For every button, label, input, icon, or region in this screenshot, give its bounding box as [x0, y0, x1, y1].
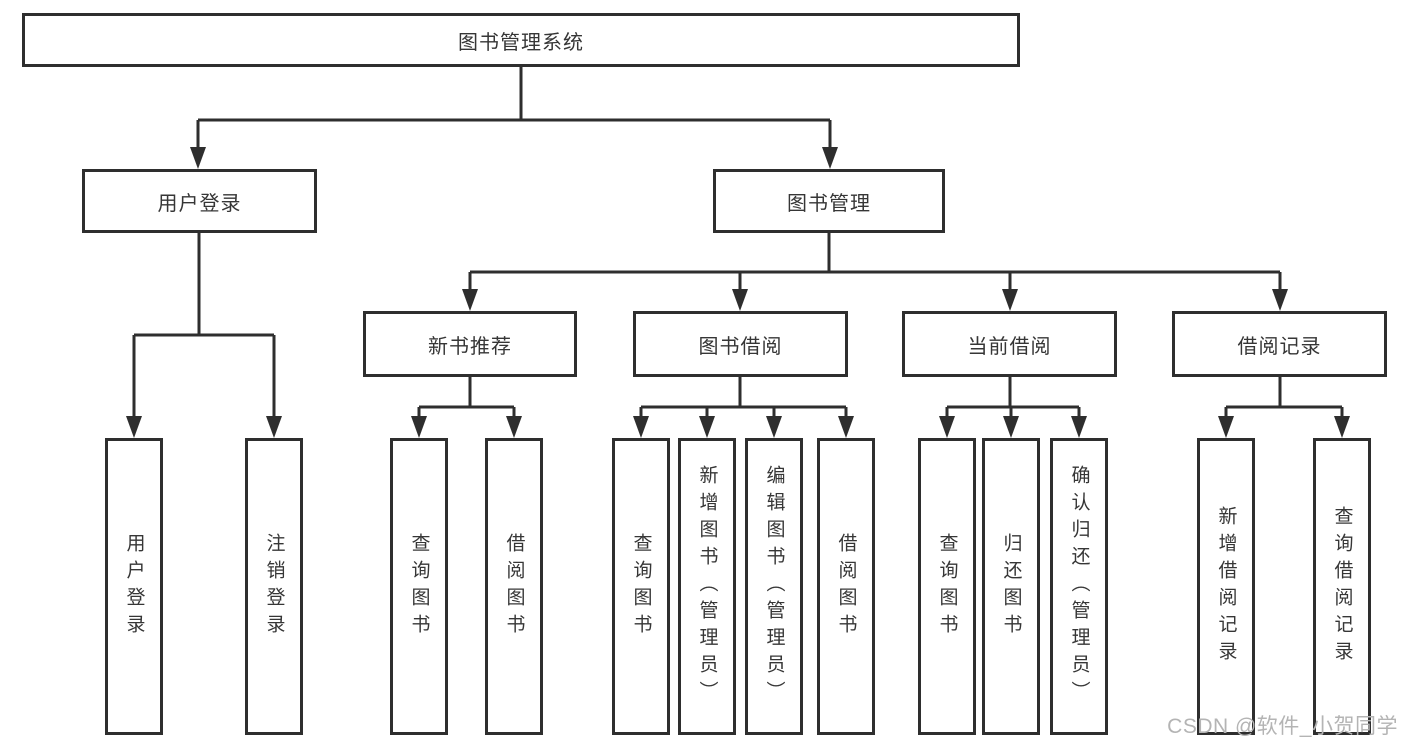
csdn-watermark: CSDN @软件_小贺同学	[1167, 715, 1398, 738]
arrow-down-icon	[766, 416, 782, 438]
arrow-down-icon	[838, 416, 854, 438]
arrow-down-icon	[126, 416, 142, 438]
leaf-add-books-admin: 新增图书（管理员）	[678, 438, 736, 735]
leaf-label: 借阅图书	[503, 532, 525, 641]
arrow-down-icon	[1272, 289, 1288, 311]
arrow-down-icon	[462, 289, 478, 311]
node-label: 图书管理系统	[458, 31, 584, 54]
leaf-query-books-borrowing: 查询图书	[612, 438, 670, 735]
arrow-down-icon	[699, 416, 715, 438]
node-book-management: 图书管理	[713, 169, 945, 233]
leaf-logout: 注销登录	[245, 438, 303, 735]
arrow-down-icon	[1002, 289, 1018, 311]
leaf-label: 新增图书（管理员）	[696, 465, 718, 708]
connector-borrow-records	[1218, 377, 1350, 438]
leaf-confirm-return-admin: 确认归还（管理员）	[1050, 438, 1108, 735]
arrow-down-icon	[633, 416, 649, 438]
arrow-down-icon	[1334, 416, 1350, 438]
leaf-user-login: 用户登录	[105, 438, 163, 735]
node-book-borrowing: 图书借阅	[633, 311, 848, 377]
node-label: 当前借阅	[967, 335, 1052, 358]
leaf-label: 新增借阅记录	[1215, 505, 1237, 668]
leaf-query-books-current: 查询图书	[918, 438, 976, 735]
leaf-label: 查询借阅记录	[1331, 505, 1353, 668]
leaf-label: 归还图书	[1000, 532, 1022, 641]
node-root-system: 图书管理系统	[22, 13, 1020, 67]
arrow-down-icon	[1218, 416, 1234, 438]
node-label: 借阅记录	[1237, 335, 1322, 358]
leaf-return-books: 归还图书	[982, 438, 1040, 735]
node-borrow-records: 借阅记录	[1172, 311, 1387, 377]
leaf-label: 编辑图书（管理员）	[763, 465, 785, 708]
arrow-down-icon	[822, 147, 838, 169]
node-label: 图书管理	[787, 192, 871, 215]
leaf-label: 查询图书	[936, 532, 958, 641]
arrow-down-icon	[266, 416, 282, 438]
node-label: 图书借阅	[698, 335, 783, 358]
arrow-down-icon	[939, 416, 955, 438]
connector-user-login	[126, 233, 282, 438]
leaf-add-borrow-record: 新增借阅记录	[1197, 438, 1255, 735]
leaf-label: 确认归还（管理员）	[1068, 465, 1090, 708]
leaf-borrow-books: 借阅图书	[817, 438, 875, 735]
connector-book-management	[462, 233, 1288, 311]
leaf-label: 借阅图书	[835, 532, 857, 641]
node-label: 用户登录	[157, 192, 242, 215]
leaf-label: 注销登录	[263, 532, 285, 641]
arrow-down-icon	[190, 147, 206, 169]
connector-new-book-recommend	[411, 377, 522, 438]
arrow-down-icon	[732, 289, 748, 311]
connector-current-borrowing	[939, 377, 1087, 438]
node-user-login: 用户登录	[82, 169, 317, 233]
leaf-borrow-books-recommend: 借阅图书	[485, 438, 543, 735]
arrow-down-icon	[506, 416, 522, 438]
leaf-label: 查询图书	[630, 532, 652, 641]
node-new-book-recommend: 新书推荐	[363, 311, 577, 377]
leaf-query-books-recommend: 查询图书	[390, 438, 448, 735]
arrow-down-icon	[411, 416, 427, 438]
leaf-edit-books-admin: 编辑图书（管理员）	[745, 438, 803, 735]
leaf-query-borrow-record: 查询借阅记录	[1313, 438, 1371, 735]
node-label: 新书推荐	[428, 335, 512, 358]
connector-book-borrowing	[633, 377, 854, 438]
node-current-borrowing: 当前借阅	[902, 311, 1117, 377]
leaf-label: 查询图书	[408, 532, 430, 641]
connector-root	[190, 67, 838, 169]
arrow-down-icon	[1071, 416, 1087, 438]
leaf-label: 用户登录	[123, 532, 145, 641]
arrow-down-icon	[1003, 416, 1019, 438]
